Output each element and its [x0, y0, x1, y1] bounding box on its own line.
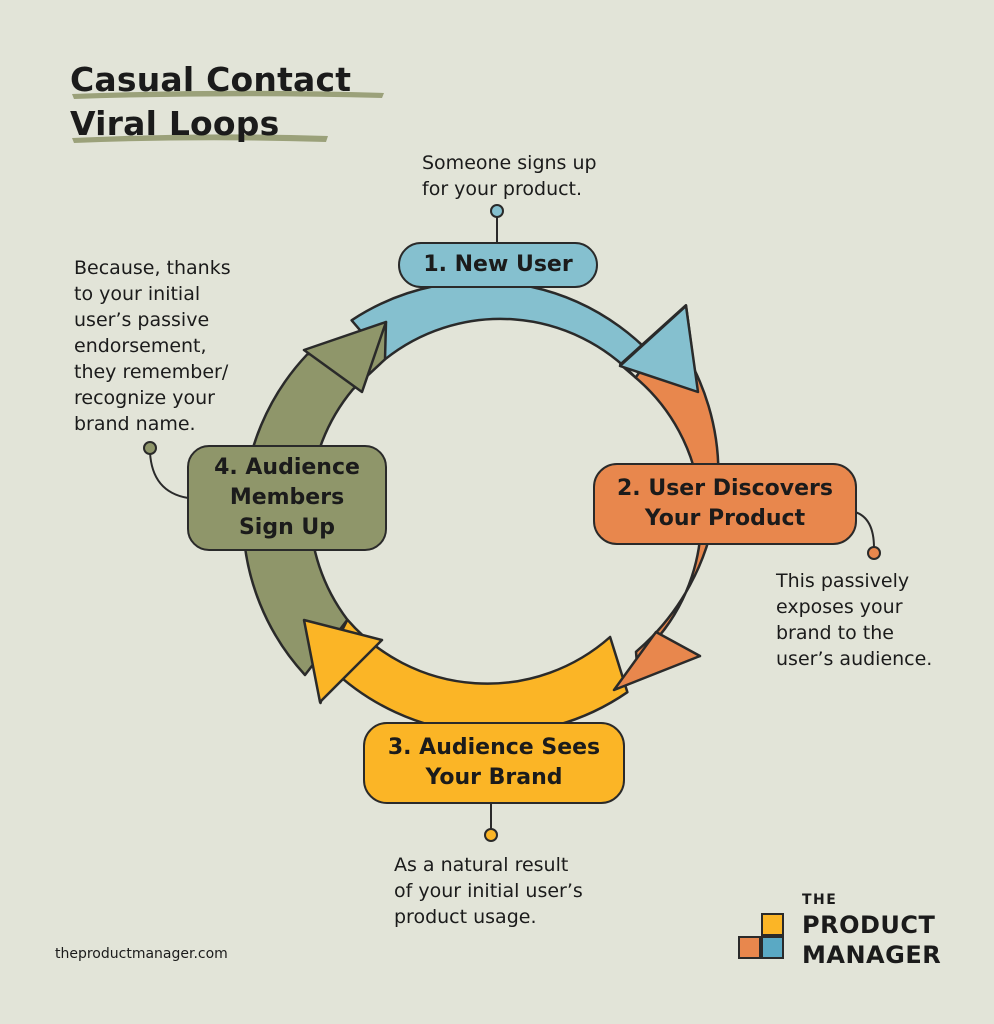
logo-text-the: THE: [802, 892, 838, 908]
note-step-4-line-5: they remember/: [74, 361, 229, 383]
step-1-new-user: 1. New User: [398, 242, 598, 288]
arrow-head-3: [302, 618, 384, 704]
step-4-audience-members: 4. Audience Members Sign Up: [187, 445, 387, 551]
step-4-label-line-3: Sign Up: [238, 515, 336, 540]
note-step-3-line-1: As a natural result: [394, 854, 569, 876]
step-3-audience-sees: 3. Audience Sees Your Brand: [363, 722, 625, 804]
step-1-label: 1. New User: [423, 252, 573, 277]
arrow-head-1: [618, 304, 700, 394]
logo-text-product: PRODUCT: [802, 911, 936, 939]
note-step-4-line-2: to your initial: [74, 283, 201, 305]
note-step-4-line-6: recognize your: [74, 387, 215, 409]
step-2-label-line-2: Your Product: [644, 506, 806, 531]
note-step-2: This passively exposes your brand to the…: [776, 568, 932, 672]
note-step-4-line-7: brand name.: [74, 413, 196, 435]
page-title-line-1: Casual Contact: [70, 60, 352, 99]
note-step-1-line-2: for your product.: [422, 178, 583, 200]
arrow-head-4: [302, 320, 388, 394]
logo-text-manager: MANAGER: [802, 941, 942, 969]
page-title-line-2: Viral Loops: [70, 104, 280, 143]
note-step-2-line-4: user’s audience.: [776, 648, 933, 670]
note-step-4: Because, thanks to your initial user’s p…: [74, 255, 231, 437]
note-step-3-line-2: of your initial user’s: [394, 880, 583, 902]
logo-mark-icon: [738, 913, 784, 959]
step-4-label-line-1: 4. Audience: [214, 455, 360, 480]
note-step-1: Someone signs up for your product.: [422, 150, 597, 202]
connector-step-1: [490, 204, 504, 242]
note-step-2-line-3: brand to the: [776, 622, 894, 644]
logo-wordmark: THE PRODUCT MANAGER: [802, 890, 941, 970]
note-step-3: As a natural result of your initial user…: [394, 852, 583, 930]
step-2-user-discovers: 2. User Discovers Your Product: [593, 463, 857, 545]
connector-step-3: [484, 803, 498, 842]
step-2-label-line-1: 2. User Discovers: [617, 476, 833, 501]
note-step-3-line-3: product usage.: [394, 906, 537, 928]
title-underline-swoosh: [72, 90, 384, 143]
note-step-4-line-4: endorsement,: [74, 335, 207, 357]
footer-url: theproductmanager.com: [55, 946, 228, 962]
step-4-label-line-2: Members: [229, 485, 345, 510]
note-step-4-line-3: user’s passive: [74, 309, 210, 331]
step-3-label-line-1: 3. Audience Sees: [387, 735, 601, 760]
note-step-2-line-2: exposes your: [776, 596, 903, 618]
title-block: Casual Contact Viral Loops: [70, 58, 384, 146]
step-3-label-line-2: Your Brand: [425, 765, 563, 790]
connector-step-2: [854, 511, 881, 560]
connector-step-4: [143, 441, 189, 499]
arrow-head-2: [612, 630, 702, 692]
note-step-4-line-1: Because, thanks: [74, 257, 231, 279]
note-step-2-line-1: This passively: [776, 570, 910, 592]
note-step-1-line-1: Someone signs up: [422, 152, 597, 174]
